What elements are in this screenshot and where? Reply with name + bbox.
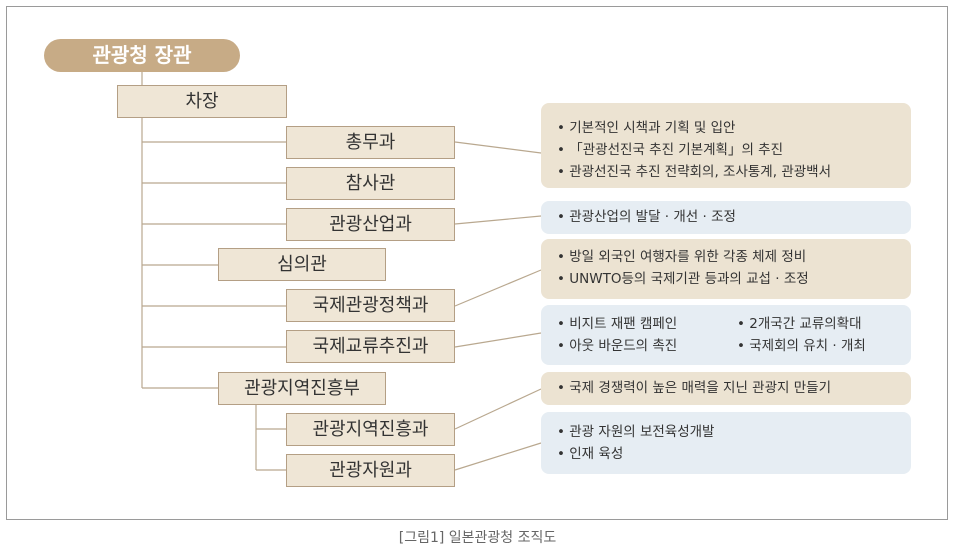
note-tourism-resources: 관광 자원의 보전육성개발 인재 육성 bbox=[541, 412, 911, 474]
note-item: 방일 외국인 여행자를 위한 각종 체제 정비 bbox=[557, 246, 911, 268]
note-item: 비지트 재팬 캠페인 bbox=[557, 313, 737, 335]
node-tourism-industry: 관광산업과 bbox=[286, 208, 455, 241]
line-note-intl-policy bbox=[454, 269, 542, 307]
node-vice-commissioner: 차장 bbox=[117, 85, 287, 118]
figure-caption: [그림1] 일본관광청 조직도 bbox=[398, 530, 557, 546]
note-item: 관광선진국 추진 전략회의, 조사통계, 관광백서 bbox=[557, 161, 911, 183]
node-general-affairs: 총무과 bbox=[286, 126, 455, 159]
note-item: 국제 경쟁력이 높은 매력을 지닌 관광지 만들기 bbox=[557, 377, 911, 399]
node-regional-dept: 관광지역진흥부 bbox=[218, 372, 386, 405]
node-tourism-resources: 관광자원과 bbox=[286, 454, 455, 487]
note-item: 인재 육성 bbox=[557, 443, 911, 465]
node-intl-exchange: 국제교류추진과 bbox=[286, 330, 455, 363]
note-item: 관광 자원의 보전육성개발 bbox=[557, 421, 911, 443]
node-intl-tourism-policy: 국제관광정책과 bbox=[286, 289, 455, 322]
note-regional-division: 국제 경쟁력이 높은 매력을 지닌 관광지 만들기 bbox=[541, 372, 911, 405]
line-note-industry bbox=[454, 215, 542, 225]
note-item: 「관광선진국 추진 기본계획」의 추진 bbox=[557, 139, 911, 161]
node-regional-division: 관광지역진흥과 bbox=[286, 413, 455, 446]
note-item: 아웃 바운드의 촉진 bbox=[557, 335, 737, 357]
line-note-intl-exchange bbox=[454, 332, 542, 348]
note-item: 국제회의 유치 · 개최 bbox=[737, 335, 917, 357]
note-item: 관광산업의 발달 · 개선 · 조정 bbox=[557, 206, 911, 228]
line-note-general bbox=[454, 141, 542, 154]
line-note-regional-div bbox=[454, 388, 542, 430]
note-intl-tourism-policy: 방일 외국인 여행자를 위한 각종 체제 정비 UNWTO등의 국제기관 등과의… bbox=[541, 239, 911, 299]
note-general-affairs: 기본적인 시책과 기획 및 입안 「관광선진국 추진 기본계획」의 추진 관광선… bbox=[541, 103, 911, 188]
node-deliberation: 심의관 bbox=[218, 248, 386, 281]
line-note-resources bbox=[454, 442, 542, 471]
node-counselor: 참사관 bbox=[286, 167, 455, 200]
note-item: 기본적인 시책과 기획 및 입안 bbox=[557, 117, 911, 139]
note-item: 2개국간 교류의확대 bbox=[737, 313, 917, 335]
note-item: UNWTO등의 국제기관 등과의 교섭 · 조정 bbox=[557, 268, 911, 290]
note-tourism-industry: 관광산업의 발달 · 개선 · 조정 bbox=[541, 201, 911, 234]
note-intl-exchange: 비지트 재팬 캠페인 2개국간 교류의확대 아웃 바운드의 촉진 국제회의 유치… bbox=[541, 305, 911, 365]
root-node-commissioner: 관광청 장관 bbox=[44, 39, 240, 72]
